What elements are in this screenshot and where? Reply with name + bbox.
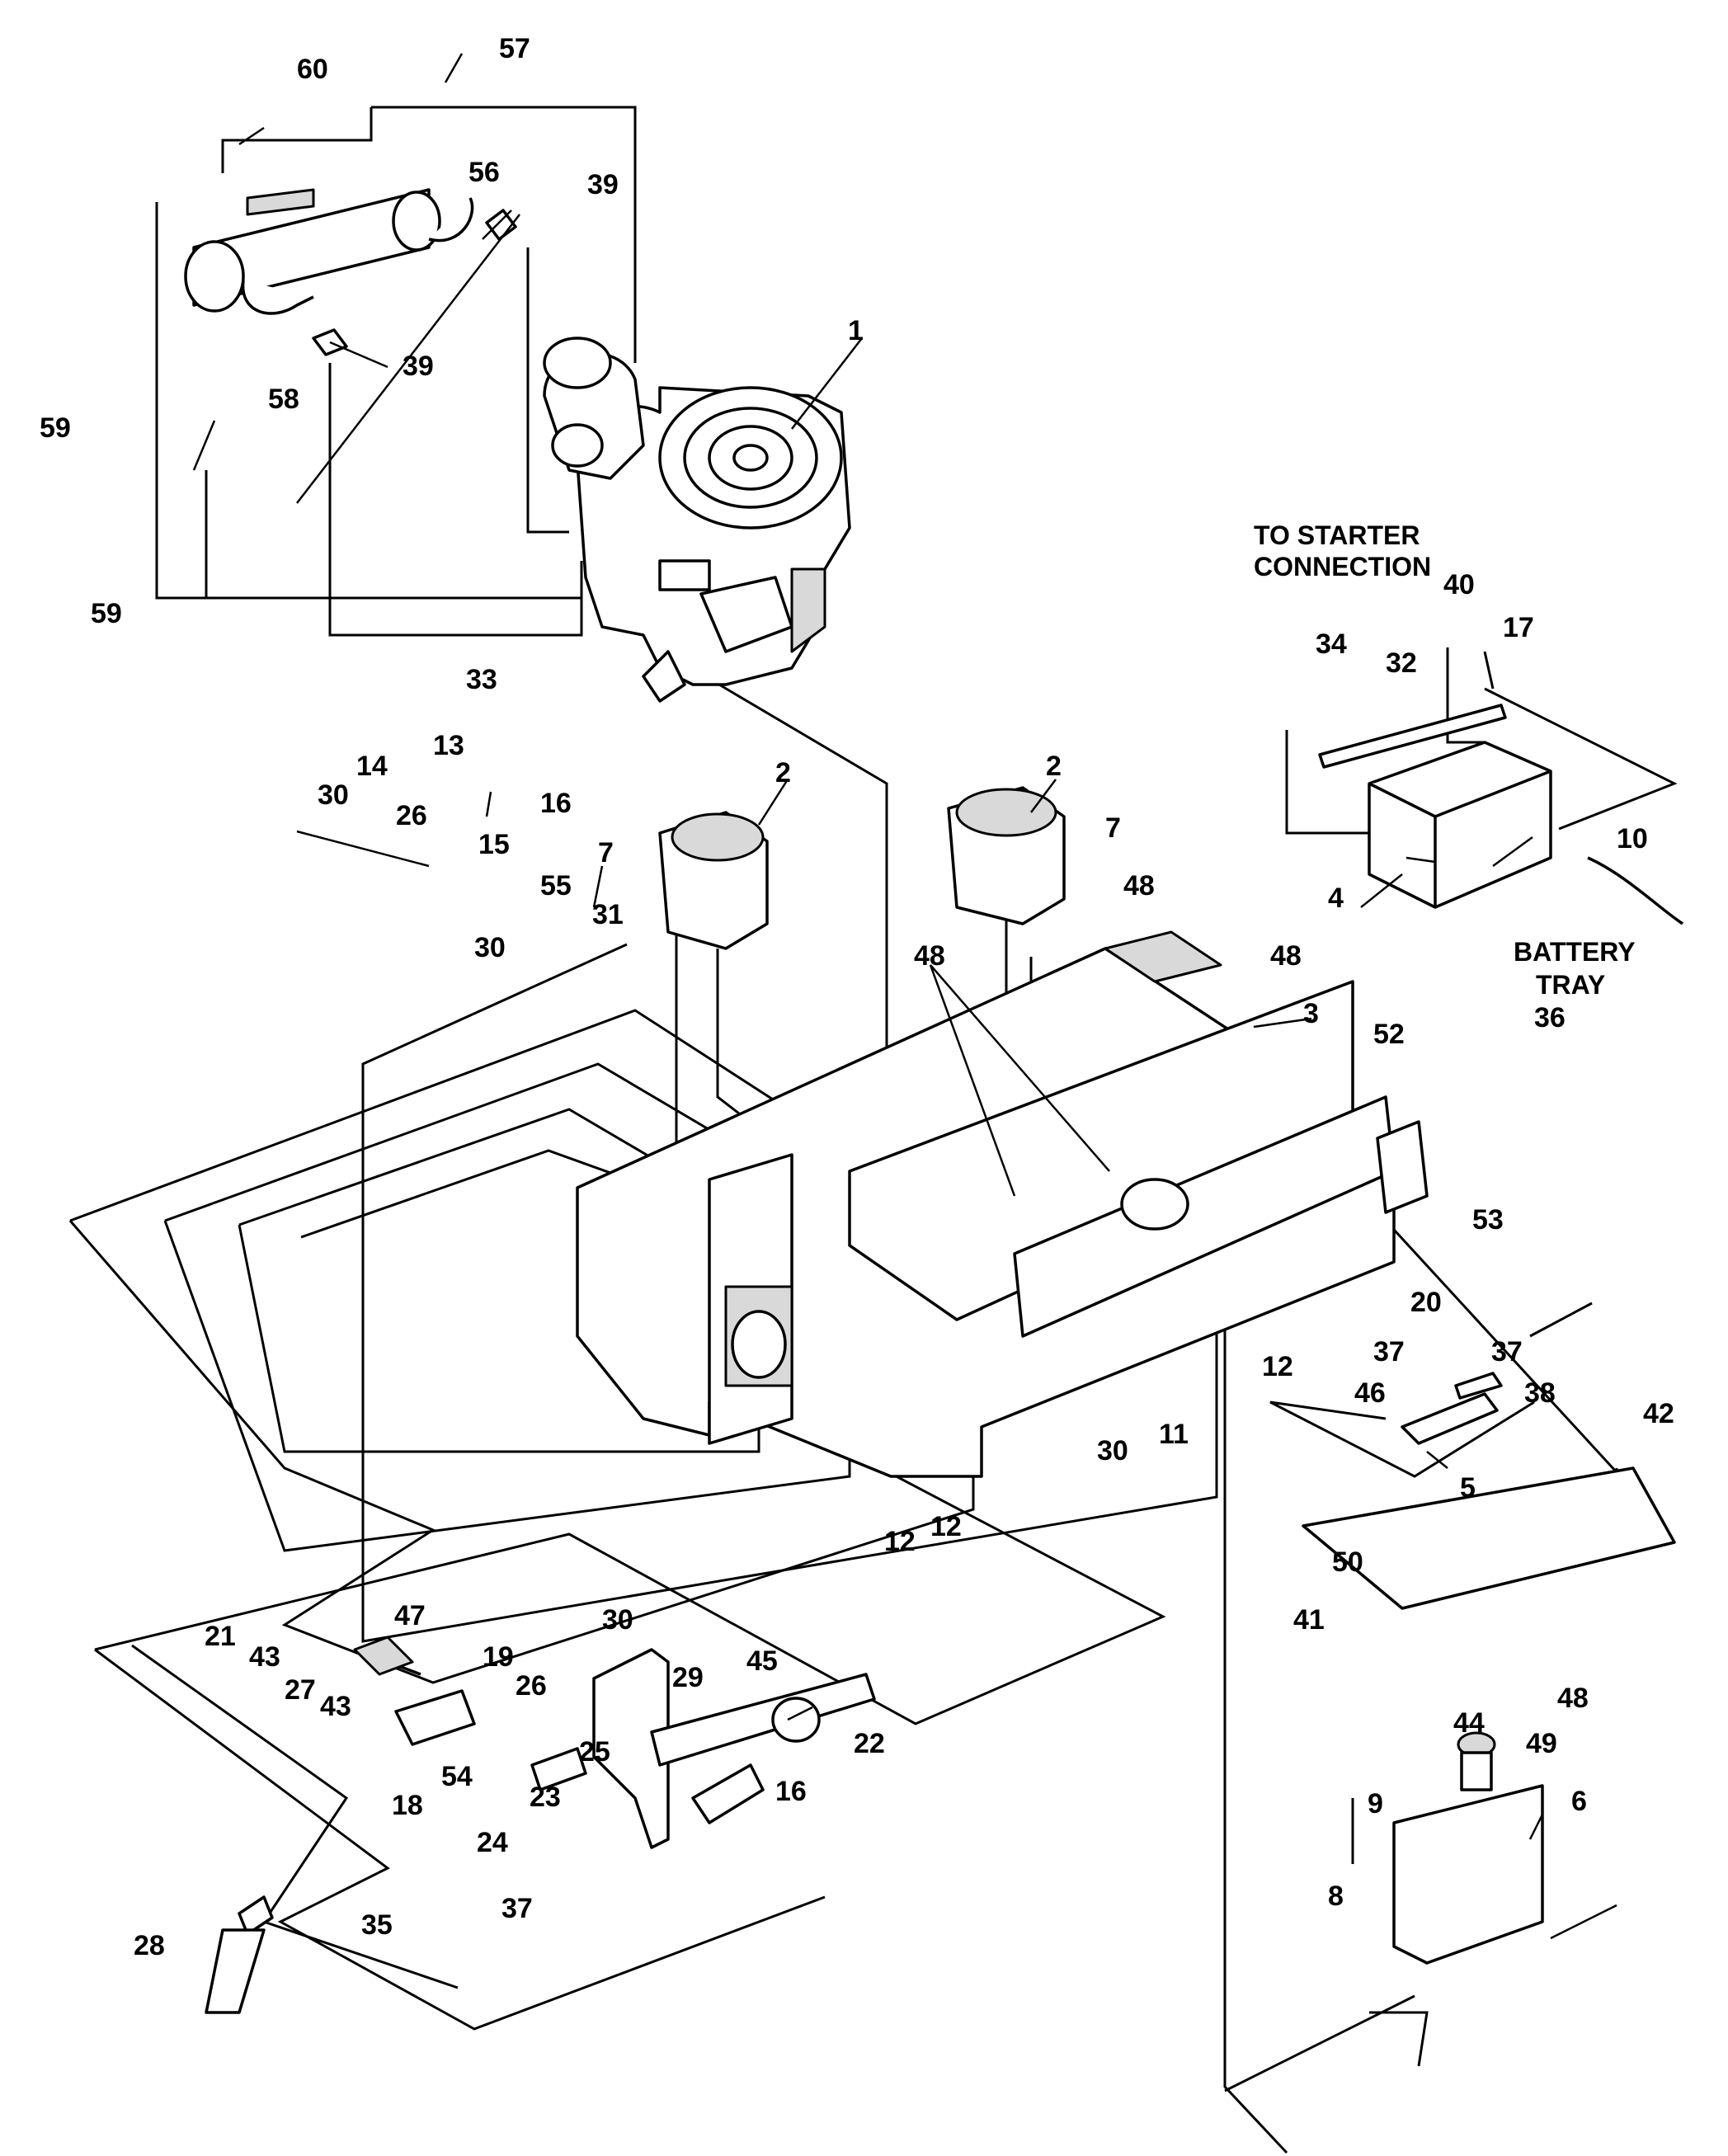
callout-36: 36 (1534, 1002, 1566, 1033)
battery-tray-note: BATTERY TRAY (1514, 937, 1636, 1000)
callout-14: 14 (356, 751, 388, 782)
callout-53: 53 (1472, 1204, 1504, 1236)
callout-43: 43 (249, 1641, 280, 1673)
callout-44: 44 (1453, 1707, 1485, 1739)
callout-27: 27 (285, 1674, 316, 1706)
battery-tray-note-line2: TRAY (1536, 970, 1605, 1000)
callout-39: 39 (587, 169, 619, 200)
callout-30: 30 (318, 779, 349, 811)
callout-37: 37 (501, 1893, 533, 1924)
callout-18: 18 (392, 1790, 423, 1821)
callout-12: 12 (1262, 1351, 1293, 1382)
muffler (184, 188, 517, 356)
callout-28: 28 (134, 1930, 165, 1961)
callout-45: 45 (746, 1645, 778, 1677)
callout-15: 15 (478, 829, 510, 860)
callout-25: 25 (579, 1736, 610, 1768)
callout-49: 49 (1526, 1728, 1557, 1759)
callout-47: 47 (394, 1600, 426, 1631)
callout-32: 32 (1386, 647, 1417, 679)
battery-tray-note-line1: BATTERY (1514, 937, 1636, 967)
callout-43: 43 (320, 1691, 351, 1722)
callout-13: 13 (433, 730, 464, 761)
callout-2: 2 (775, 757, 791, 788)
callout-3: 3 (1303, 998, 1319, 1029)
callout-54: 54 (441, 1761, 473, 1792)
callout-17: 17 (1503, 612, 1534, 643)
callout-48: 48 (1123, 870, 1155, 901)
callout-23: 23 (530, 1782, 561, 1813)
callout-40: 40 (1443, 569, 1475, 600)
callout-31: 31 (592, 899, 624, 930)
hydro-pumps (658, 786, 1066, 950)
callout-34: 34 (1316, 628, 1347, 660)
callout-29: 29 (672, 1662, 704, 1693)
callout-55: 55 (540, 870, 572, 901)
callout-30: 30 (1097, 1435, 1128, 1466)
callout-57: 57 (499, 33, 530, 64)
starter-note: TO STARTER CONNECTION (1254, 520, 1431, 581)
callout-9: 9 (1368, 1788, 1383, 1819)
right-support-assembly (1302, 1372, 1676, 1965)
engine (543, 337, 851, 703)
starter-note-line2: CONNECTION (1254, 552, 1431, 581)
callout-58: 58 (268, 384, 299, 415)
callout-33: 33 (466, 664, 497, 695)
frame-chassis (576, 930, 1429, 1478)
assembly-outlines (68, 106, 1678, 2154)
callout-60: 60 (297, 54, 328, 85)
callout-48: 48 (1270, 940, 1302, 972)
lower-valve-assembly (205, 1636, 876, 2014)
callout-1: 1 (848, 315, 864, 346)
callout-labels: 1 2 2 3 4 5 6 7 7 8 9 10 11 12 12 12 13 … (40, 33, 1674, 1961)
callout-11: 11 (1159, 1419, 1189, 1450)
callout-12: 12 (884, 1526, 916, 1557)
callout-59: 59 (40, 412, 71, 444)
callout-42: 42 (1643, 1398, 1674, 1429)
callout-46: 46 (1354, 1377, 1386, 1409)
callout-26: 26 (396, 800, 427, 831)
callout-50: 50 (1332, 1546, 1363, 1578)
callout-56: 56 (468, 157, 500, 188)
callout-12: 12 (930, 1511, 962, 1542)
callout-35: 35 (361, 1909, 393, 1941)
callout-16: 16 (775, 1776, 807, 1807)
callout-5: 5 (1460, 1472, 1476, 1504)
leader-lines (192, 53, 1617, 1940)
callout-21: 21 (205, 1621, 236, 1652)
callout-59: 59 (91, 598, 122, 629)
callout-24: 24 (477, 1827, 508, 1858)
callout-22: 22 (854, 1728, 885, 1759)
callout-7: 7 (1105, 812, 1121, 844)
callout-30: 30 (602, 1604, 633, 1636)
callout-2: 2 (1046, 751, 1062, 782)
starter-note-line1: TO STARTER (1254, 520, 1420, 550)
callout-6: 6 (1571, 1786, 1587, 1817)
battery-tray (1318, 704, 1683, 925)
callout-30: 30 (474, 932, 506, 963)
callout-48: 48 (1557, 1683, 1589, 1714)
callout-8: 8 (1328, 1881, 1344, 1912)
callout-52: 52 (1373, 1019, 1405, 1050)
callout-38: 38 (1524, 1377, 1556, 1409)
callout-37: 37 (1491, 1336, 1523, 1368)
callout-41: 41 (1293, 1604, 1325, 1636)
callout-4: 4 (1328, 883, 1344, 914)
callout-20: 20 (1410, 1287, 1442, 1318)
callout-37: 37 (1373, 1336, 1405, 1368)
callout-10: 10 (1617, 823, 1648, 854)
callout-48: 48 (914, 940, 945, 972)
callout-39: 39 (403, 351, 434, 382)
callout-26: 26 (516, 1670, 547, 1702)
callout-7: 7 (598, 837, 614, 869)
callout-19: 19 (483, 1641, 514, 1673)
callout-16: 16 (540, 788, 572, 819)
